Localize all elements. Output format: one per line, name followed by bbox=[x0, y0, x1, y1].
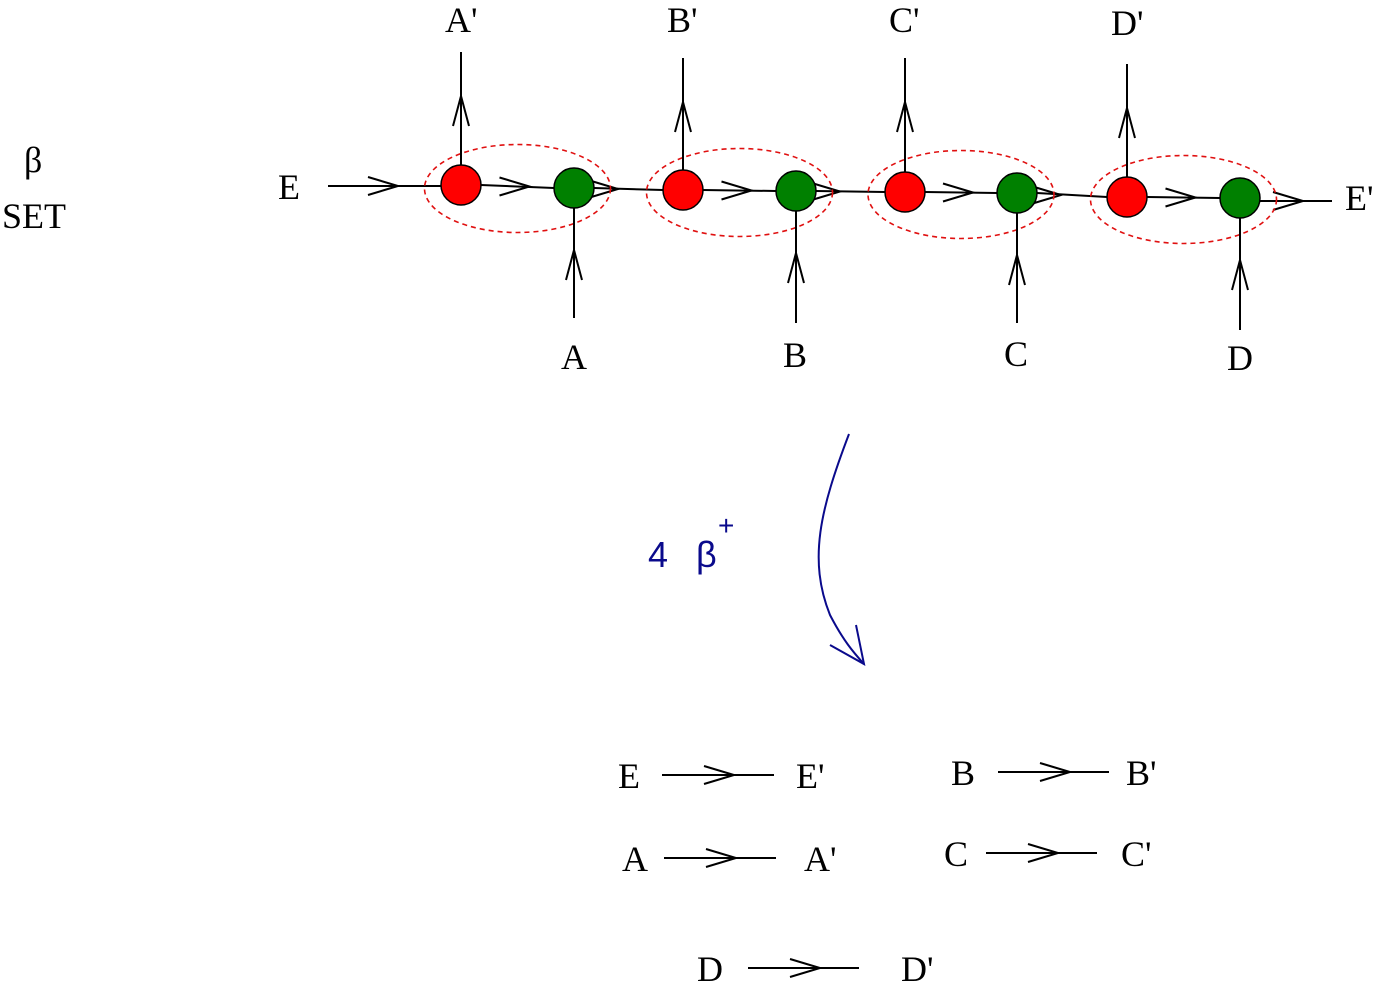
result-to-label: A' bbox=[804, 839, 836, 879]
green-node bbox=[775, 170, 817, 212]
red-node bbox=[440, 164, 482, 206]
result-to-label: B' bbox=[1126, 753, 1157, 793]
red-node bbox=[662, 169, 704, 211]
output-branch-arrow bbox=[1118, 104, 1136, 139]
inter-unit-line bbox=[593, 187, 664, 191]
red-node bbox=[1106, 176, 1148, 218]
beta-symbol: β bbox=[24, 140, 42, 180]
transition-arrowhead bbox=[829, 624, 866, 666]
unit-loop bbox=[645, 147, 834, 238]
result-arrow-head bbox=[703, 765, 738, 785]
input-branch-arrow bbox=[787, 249, 805, 284]
unit-loop bbox=[867, 149, 1055, 240]
result-from-label: E bbox=[618, 756, 640, 796]
result-to-label: C' bbox=[1121, 834, 1152, 874]
inter-unit-arrow bbox=[1030, 185, 1065, 205]
chain-input-arrow bbox=[367, 176, 402, 196]
chain-input-label: E bbox=[278, 167, 300, 207]
output-branch-arrow bbox=[452, 92, 470, 127]
results: E E' B B' A A' C C' D D' bbox=[618, 753, 1157, 985]
green-node bbox=[553, 167, 595, 209]
transition-symbol: β bbox=[696, 534, 717, 575]
intra-unit-line bbox=[480, 184, 555, 189]
inter-unit-arrow bbox=[587, 179, 622, 199]
unit-bottom-label: D bbox=[1227, 338, 1253, 378]
intra-unit-arrow bbox=[1165, 187, 1199, 208]
red-node bbox=[884, 171, 926, 213]
transition-curve-arrow bbox=[817, 433, 865, 665]
result-from-label: A bbox=[622, 839, 648, 879]
unit-bottom-label: C bbox=[1004, 334, 1028, 374]
intra-unit-line bbox=[1146, 196, 1221, 199]
chain: A' A B' B C' C D' D bbox=[328, 0, 1332, 378]
output-branch-arrow bbox=[896, 98, 914, 133]
result-from-label: C bbox=[944, 834, 968, 874]
input-branch-arrow bbox=[1008, 251, 1026, 286]
unit-top-label: C' bbox=[889, 0, 920, 40]
transition-superscript: + bbox=[718, 510, 734, 541]
unit-loop bbox=[423, 143, 612, 234]
result-from-label: D bbox=[697, 949, 723, 985]
inter-unit-arrow bbox=[809, 181, 844, 202]
input-branch-arrow bbox=[565, 246, 583, 281]
result-to-label: E' bbox=[796, 756, 824, 796]
green-node bbox=[996, 172, 1038, 214]
output-branch-arrow bbox=[674, 98, 692, 133]
intra-unit-arrow bbox=[721, 180, 755, 201]
inter-unit-line bbox=[815, 190, 886, 193]
intra-unit-line bbox=[924, 191, 998, 194]
chain-output-label: E' bbox=[1345, 178, 1373, 218]
set-label: SET bbox=[2, 196, 66, 236]
intra-unit-arrow bbox=[499, 176, 533, 197]
unit-loop bbox=[1089, 154, 1278, 245]
result-arrow-head bbox=[705, 848, 740, 868]
result-arrow-head bbox=[789, 958, 824, 978]
result-from-label: B bbox=[951, 753, 975, 793]
unit-top-label: B' bbox=[667, 0, 698, 40]
intra-unit-line bbox=[702, 189, 777, 192]
unit-bottom-label: A bbox=[561, 337, 587, 377]
transition-count: 4 bbox=[648, 534, 668, 575]
result-arrow-head bbox=[1027, 843, 1062, 863]
inter-unit-line bbox=[1036, 192, 1108, 198]
result-arrow-head bbox=[1039, 762, 1074, 782]
intra-unit-arrow bbox=[942, 182, 977, 203]
chain-output-arrow bbox=[1272, 191, 1307, 211]
unit-top-label: D' bbox=[1111, 3, 1143, 43]
input-branch-arrow bbox=[1231, 256, 1249, 291]
unit-bottom-label: B bbox=[783, 335, 807, 375]
green-node bbox=[1219, 177, 1261, 219]
result-to-label: D' bbox=[901, 949, 933, 985]
unit-top-label: A' bbox=[445, 0, 477, 40]
